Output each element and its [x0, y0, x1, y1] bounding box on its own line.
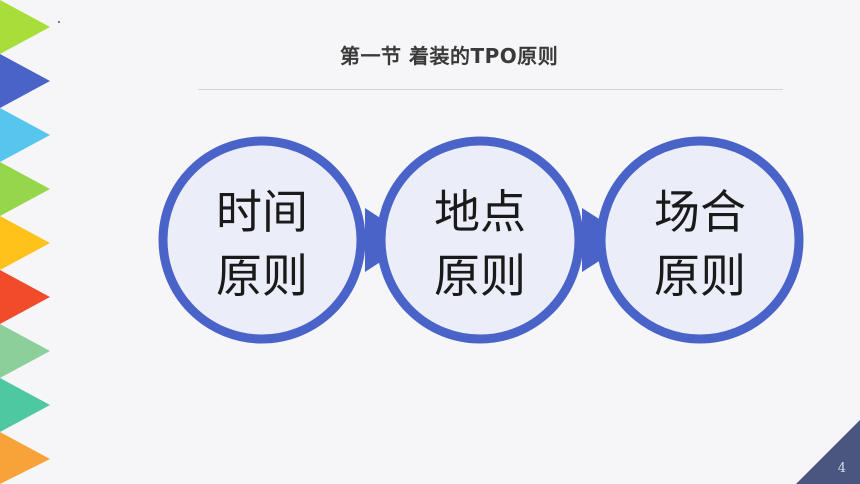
- title-divider: [198, 89, 783, 90]
- decorative-dot: [58, 21, 60, 23]
- principle-occasion-line2: 原则: [654, 249, 746, 303]
- corner-accent: [796, 420, 860, 484]
- side-triangle-9: [0, 432, 50, 484]
- principle-occasion-line1: 场合: [654, 185, 746, 239]
- principle-node-place: 地点 原则: [376, 136, 632, 344]
- side-triangle-2: [0, 54, 50, 108]
- principle-time-line1: 时间: [216, 185, 308, 239]
- tpo-principles-flow: 时间 原则 地点 原则 场合 原则: [158, 136, 804, 344]
- principle-node-time: 时间 原则: [158, 136, 414, 344]
- side-triangle-5: [0, 216, 50, 270]
- side-triangle-8: [0, 378, 50, 432]
- principle-circle-occasion: [596, 136, 804, 344]
- side-triangle-6: [0, 270, 50, 324]
- principle-node-occasion: 场合 原则: [596, 136, 804, 344]
- principle-circle-place: [376, 136, 584, 344]
- principle-circle-time: [158, 136, 366, 344]
- side-triangle-1: [0, 0, 50, 54]
- side-triangle-4: [0, 162, 50, 216]
- principle-place-line2: 原则: [434, 249, 526, 303]
- side-triangle-7: [0, 324, 50, 378]
- slide-title: 第一节 着装的TPO原则: [340, 44, 559, 68]
- page-number: 4: [837, 461, 846, 476]
- principle-place-line1: 地点: [434, 185, 526, 239]
- principle-time-line2: 原则: [216, 249, 308, 303]
- side-triangle-3: [0, 108, 50, 162]
- side-triangle-strip: [0, 0, 50, 484]
